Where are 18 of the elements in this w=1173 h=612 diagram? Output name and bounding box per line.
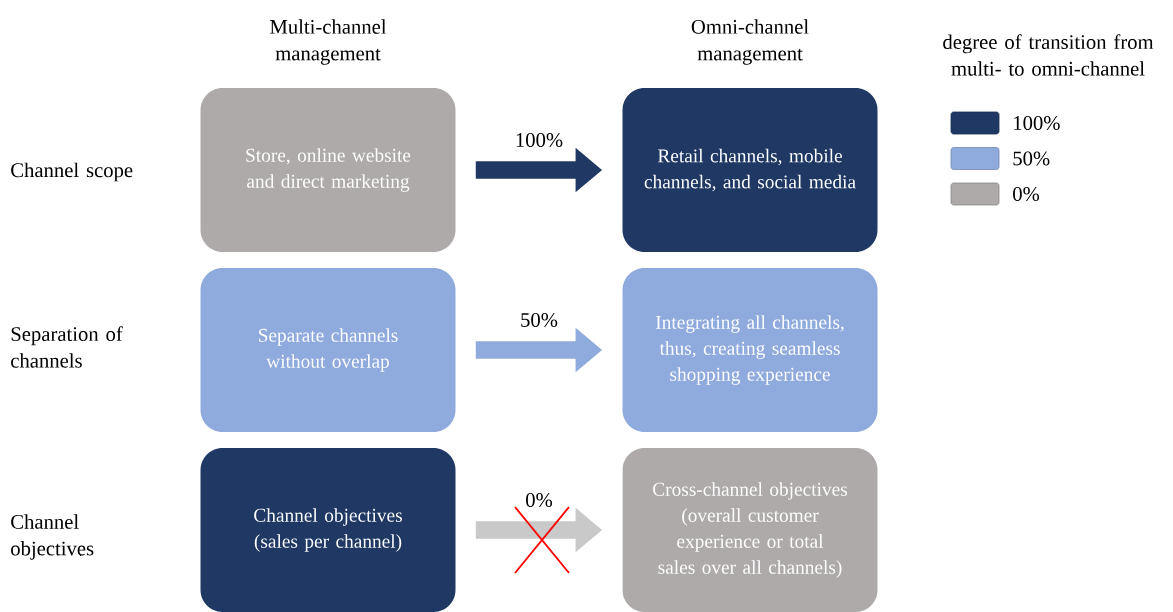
column-header: Omni-channel management (691, 19, 809, 65)
process-box: Integrating all channels, thus, creating seamless shopping experience (622, 268, 878, 432)
process-box: Store, online website and direct marketing (200, 88, 456, 252)
process-box: Separate channels without overlap (200, 268, 456, 432)
row-label: Separation of channels (11, 326, 123, 368)
edge-label: 100% (516, 133, 563, 147)
row-label: Channel scope (11, 162, 133, 182)
legend-label: 100% (1014, 116, 1060, 130)
legend-label: 50% (1013, 151, 1050, 166)
column-header: Multi-channel management (270, 19, 387, 65)
legend-title: degree of transition from multi- to omni-channel (943, 34, 1154, 76)
process-box: Cross-channel objectives (overall customer experience or total sales over all channels) (622, 448, 878, 612)
row-label: Channel objectives (11, 514, 94, 560)
legend-label: 0% (1013, 187, 1040, 201)
edge-label: 0% (526, 493, 553, 507)
process-box: Channel objectives (sales per channel) (200, 448, 456, 612)
edge-label: 50% (521, 313, 558, 327)
process-box: Retail channels, mobile channels, and social media (622, 88, 878, 252)
